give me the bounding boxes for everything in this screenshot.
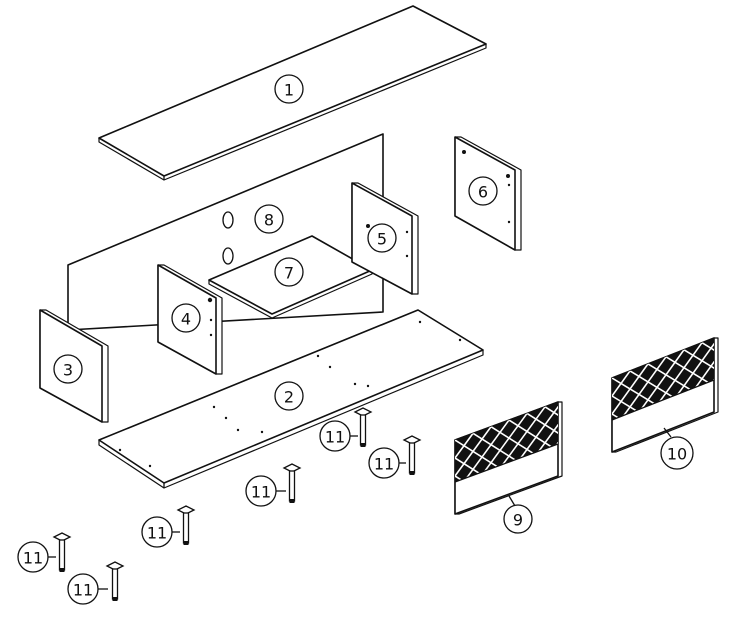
callout-11: 11 bbox=[141, 516, 173, 548]
callout-2: 2 bbox=[274, 381, 304, 411]
callout-8: 8 bbox=[254, 204, 284, 234]
leg-icon bbox=[282, 463, 302, 503]
back-panel bbox=[67, 133, 384, 331]
svg-text:6: 6 bbox=[478, 183, 488, 202]
svg-text:11: 11 bbox=[147, 524, 167, 543]
leg-icon bbox=[176, 505, 196, 545]
svg-text:10: 10 bbox=[667, 445, 687, 464]
callout-3: 3 bbox=[53, 354, 83, 384]
callout-1: 1 bbox=[274, 74, 304, 104]
svg-text:11: 11 bbox=[325, 428, 345, 447]
callout-6: 6 bbox=[468, 176, 498, 206]
callout-4: 4 bbox=[171, 303, 201, 333]
callout-11: 11 bbox=[319, 420, 351, 452]
legs-group bbox=[52, 407, 422, 601]
callout-11: 11 bbox=[17, 541, 49, 573]
svg-text:1: 1 bbox=[284, 81, 294, 100]
cable-hole-icon bbox=[222, 211, 234, 229]
svg-text:3: 3 bbox=[63, 361, 73, 380]
svg-text:2: 2 bbox=[284, 388, 294, 407]
callout-11: 11 bbox=[368, 447, 400, 479]
svg-text:4: 4 bbox=[181, 310, 191, 329]
callout-11: 11 bbox=[245, 475, 277, 507]
callout-7: 7 bbox=[274, 257, 304, 287]
door-panel-right bbox=[611, 337, 719, 453]
svg-text:5: 5 bbox=[377, 230, 387, 249]
leg-icon bbox=[105, 561, 125, 601]
svg-text:11: 11 bbox=[23, 549, 43, 568]
callout-11: 11 bbox=[67, 573, 99, 605]
callout-leaders bbox=[48, 427, 672, 590]
svg-text:9: 9 bbox=[513, 511, 523, 530]
svg-text:11: 11 bbox=[251, 483, 271, 502]
callout-10: 10 bbox=[660, 436, 694, 470]
leg-icon bbox=[353, 407, 373, 447]
cable-hole-icon bbox=[222, 247, 234, 265]
svg-text:7: 7 bbox=[284, 264, 294, 283]
svg-text:8: 8 bbox=[264, 211, 274, 230]
door-panel-left bbox=[454, 401, 563, 515]
svg-text:11: 11 bbox=[374, 455, 394, 474]
leg-icon bbox=[402, 435, 422, 475]
callout-9: 9 bbox=[503, 504, 533, 534]
leg-icon bbox=[52, 532, 72, 572]
callout-5: 5 bbox=[367, 223, 397, 253]
svg-text:11: 11 bbox=[73, 581, 93, 600]
